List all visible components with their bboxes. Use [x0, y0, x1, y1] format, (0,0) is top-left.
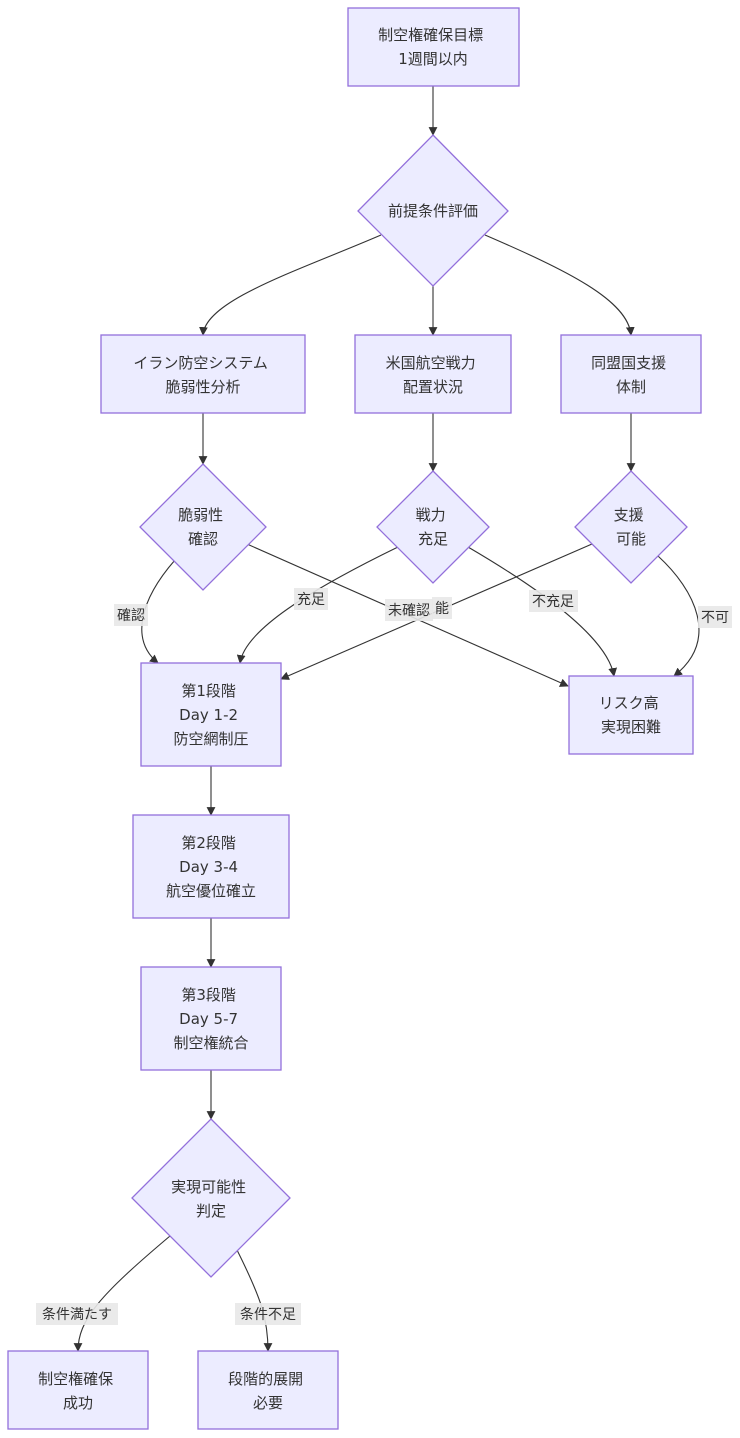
- edge-label-judge-yes: 条件満たす: [36, 1303, 118, 1325]
- nodes: 制空権確保目標 1週間以内 前提条件評価 イラン防空システム 脆弱性分析 米国航…: [7, 7, 702, 1430]
- svg-text:条件満たす: 条件満たす: [42, 1306, 112, 1323]
- node-judge-decision: 実現可能性 判定: [131, 1118, 291, 1278]
- node-success: 制空権確保 成功: [7, 1350, 149, 1430]
- node-force-decision: 戦力 充足: [376, 470, 490, 584]
- edge-label-support-yes: 能: [432, 597, 452, 619]
- svg-text:脆弱性 確認: 脆弱性 確認: [178, 506, 228, 548]
- svg-text:未確認: 未確認: [388, 603, 430, 619]
- svg-text:確認: 確認: [117, 608, 145, 624]
- node-risk: リスク高 実現困難: [568, 675, 694, 755]
- svg-text:能: 能: [435, 601, 449, 617]
- node-ally-support: 同盟国支援 体制: [560, 334, 702, 414]
- edge-label-vuln-yes: 確認: [114, 604, 148, 626]
- node-support-decision: 支援 可能: [574, 470, 688, 584]
- edge-premise-iran: [199, 234, 382, 336]
- svg-text:条件不足: 条件不足: [240, 1306, 296, 1323]
- edge-label-force-yes: 充足: [294, 588, 328, 610]
- svg-text:同盟国支援 体制: 同盟国支援 体制: [591, 354, 671, 396]
- edge-label-judge-no: 条件不足: [235, 1303, 301, 1325]
- edge-judge-staged: [236, 1249, 273, 1352]
- edge-label-force-no: 不充足: [529, 590, 578, 612]
- svg-text:実現可能性 判定: 実現可能性 判定: [171, 1178, 251, 1220]
- node-vuln-decision: 脆弱性 確認: [139, 463, 267, 591]
- edge-label-support-no: 不可: [698, 606, 732, 628]
- svg-text:イラン防空システム 脆弱性分析: イラン防空システム 脆弱性分析: [133, 354, 272, 396]
- node-staged-deployment: 段階的展開 必要: [197, 1350, 339, 1430]
- edge-support-risk: [657, 555, 700, 677]
- svg-text:制空権確保 成功: 制空権確保 成功: [38, 1370, 118, 1412]
- svg-text:不充足: 不充足: [532, 594, 574, 610]
- edge-premise-ally: [484, 234, 635, 336]
- edge-label-vuln-no: 未確認: [385, 599, 433, 621]
- node-phase3: 第3段階 Day 5-7 制空権統合: [140, 966, 282, 1071]
- svg-text:前提条件評価: 前提条件評価: [388, 202, 478, 220]
- svg-text:戦力 充足: 戦力 充足: [416, 506, 451, 548]
- node-phase1: 第1段階 Day 1-2 防空網制圧: [140, 662, 282, 767]
- node-iran-air-defense: イラン防空システム 脆弱性分析: [100, 334, 306, 414]
- edge-labels: 確認 充足 未確認 能 不充足 不可 条件満たす 条件不足: [36, 588, 732, 1325]
- edge-judge-success: [73, 1235, 171, 1352]
- svg-text:第1段階 Day 1-2 防: 第1段階 Day 1-2 防空網制圧: [173, 682, 248, 748]
- node-phase2: 第2段階 Day 3-4 航空優位確立: [132, 814, 290, 919]
- svg-text:第3段階 Day 5-7 制: 第3段階 Day 5-7 制空権統合: [173, 986, 248, 1052]
- svg-text:リスク高 実現困難: リスク高 実現困難: [599, 694, 664, 736]
- svg-text:制空権確保目標 1週間以内: 制空権確保目標 1週間以内: [378, 26, 488, 68]
- svg-text:支援 可能: 支援 可能: [614, 506, 649, 548]
- edge-force-phase1: [236, 546, 399, 664]
- svg-text:充足: 充足: [297, 592, 325, 608]
- svg-text:第2段階 Day 3-4 航: 第2段階 Day 3-4 航空優位確立: [166, 834, 256, 900]
- svg-text:段階的展開 必要: 段階的展開 必要: [228, 1370, 308, 1412]
- svg-text:米国航空戦力 配置状況: 米国航空戦力 配置状況: [386, 354, 481, 396]
- node-premise-decision: 前提条件評価: [357, 134, 509, 287]
- node-goal: 制空権確保目標 1週間以内: [347, 7, 520, 87]
- node-us-airpower: 米国航空戦力 配置状況: [354, 334, 512, 414]
- svg-text:不可: 不可: [701, 610, 729, 626]
- edge-force-risk: [467, 546, 618, 677]
